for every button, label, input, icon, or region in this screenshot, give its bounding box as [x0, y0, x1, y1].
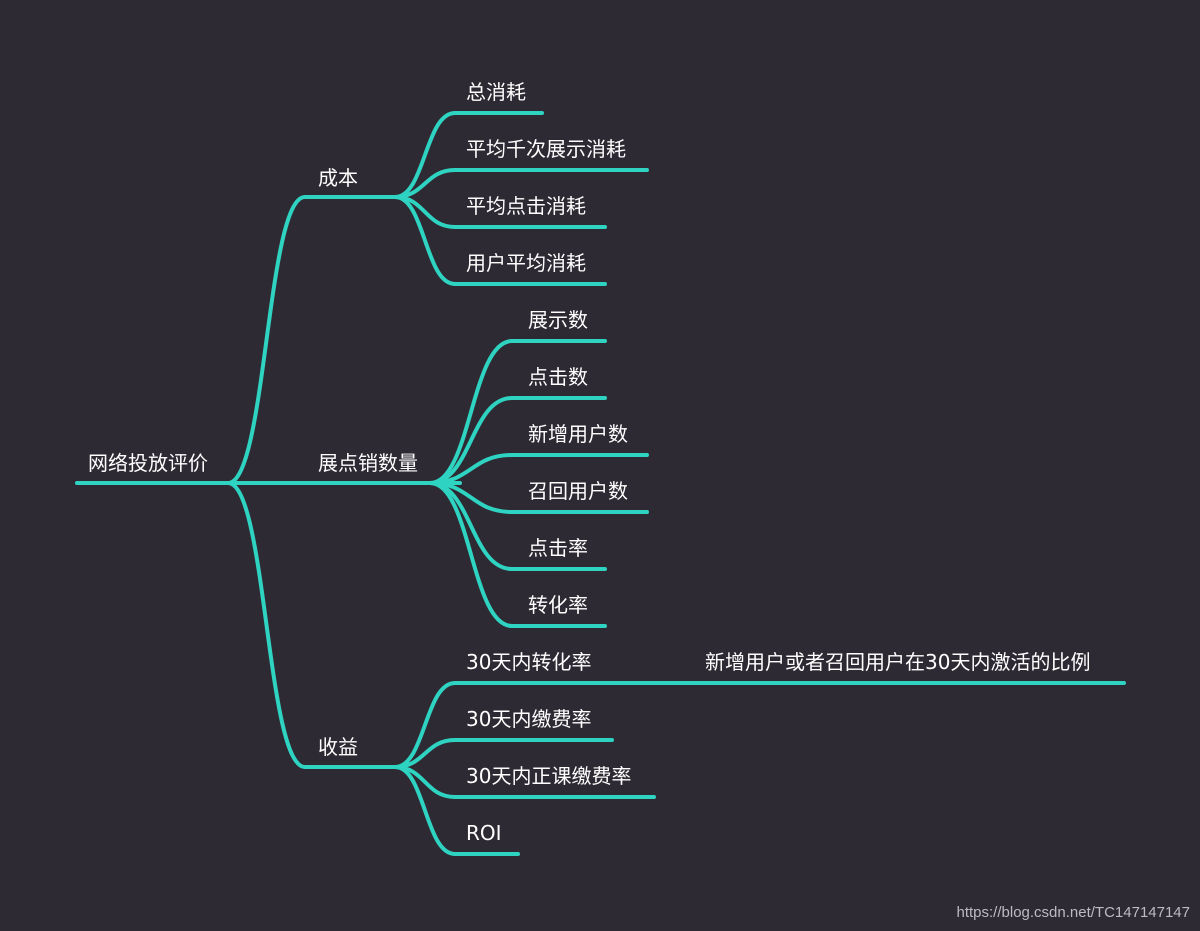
branch-to-leaf-connector: [393, 765, 457, 856]
leaf-node[interactable]: ROI: [466, 821, 502, 845]
watermark: https://blog.csdn.net/TC147147147: [956, 904, 1191, 921]
branch-node-volume[interactable]: 展点销数量: [318, 451, 418, 475]
leaf-node[interactable]: 新增用户数: [528, 422, 628, 446]
branch-to-leaf-connector: [428, 396, 514, 485]
note-node[interactable]: 新增用户或者召回用户在30天内激活的比例: [705, 650, 1091, 674]
branch-to-leaf-connector: [428, 339, 514, 485]
leaf-node[interactable]: 转化率: [528, 593, 588, 617]
leaf-node[interactable]: 召回用户数: [528, 479, 628, 503]
leaf-node[interactable]: 30天内缴费率: [466, 707, 592, 731]
branch-to-leaf-connector: [393, 111, 457, 199]
branch-to-leaf-connector: [428, 481, 514, 628]
leaf-node[interactable]: 平均点击消耗: [466, 194, 586, 218]
root-node-label[interactable]: 网络投放评价: [88, 451, 208, 475]
branch-node-cost[interactable]: 成本: [318, 166, 358, 190]
branch-to-leaf-connector: [393, 681, 457, 769]
leaf-node[interactable]: 30天内转化率: [466, 650, 592, 674]
branch-to-leaf-connector: [393, 195, 457, 286]
leaf-node[interactable]: 平均千次展示消耗: [466, 137, 626, 161]
branch-node-revenue[interactable]: 收益: [318, 735, 358, 759]
leaf-node[interactable]: 30天内正课缴费率: [466, 764, 632, 788]
leaf-node[interactable]: 总消耗: [466, 80, 526, 104]
root-to-branch-connector: [226, 195, 307, 485]
root-to-branch-connector: [226, 481, 307, 769]
leaf-node[interactable]: 展示数: [528, 308, 588, 332]
leaf-node[interactable]: 点击率: [528, 536, 588, 560]
leaf-node[interactable]: 点击数: [528, 365, 588, 389]
leaf-node[interactable]: 用户平均消耗: [466, 251, 586, 275]
